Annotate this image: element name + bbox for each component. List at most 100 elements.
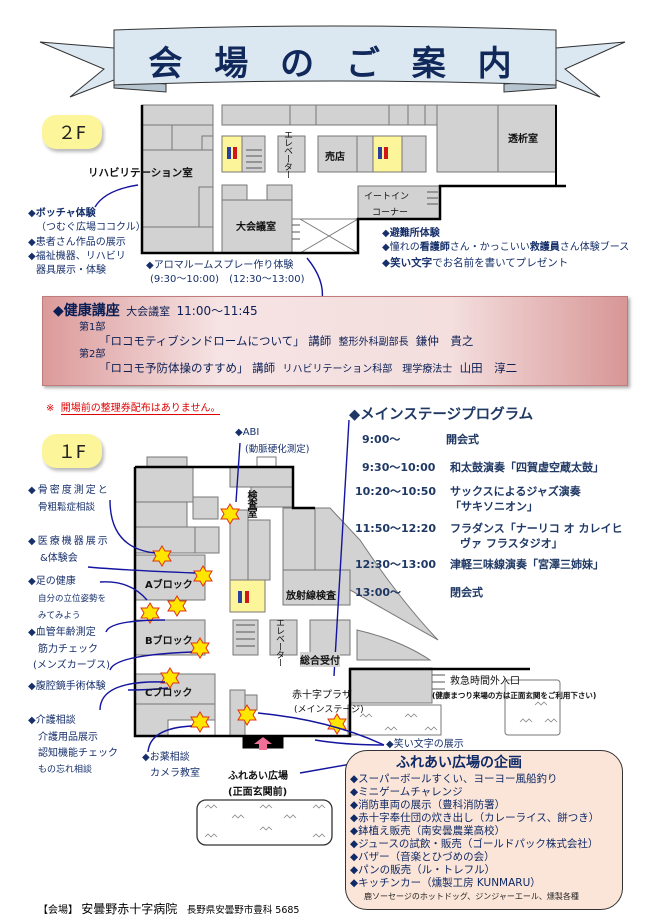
lecture-header: ◆健康講座 大会議室 11:00～11:45 xyxy=(53,303,258,319)
emergency-note: (健康まつり来場の方は正面玄関をご利用下さい) xyxy=(432,691,597,700)
fureai-plaza-sub: (正面玄関前) xyxy=(228,787,288,798)
note-medicine: ◆お薬相談 xyxy=(142,752,190,763)
fureai-plaza-label: ふれあい広場 xyxy=(228,771,288,782)
stage-event: 開会式 xyxy=(446,433,479,446)
stage-time: 11:50～12:20 xyxy=(355,522,437,535)
note-foot: ◆足の健康 xyxy=(28,576,76,587)
note-abi-2: (動脈硬化測定) xyxy=(245,444,310,455)
note-welfare: ◆福祉機器、リハビリ xyxy=(28,251,126,262)
note-laugh-display: ◆笑い文字の展示 xyxy=(386,739,464,750)
star-icon xyxy=(193,565,213,587)
fureai-plan-item: ◆赤十字奉仕団の炊き出し（カレーライス、餅つき） xyxy=(350,812,600,824)
fureai-plan-item: ◆バザー（音楽とひづめの会） xyxy=(350,851,495,863)
note-care-2: 介護用品展示 xyxy=(38,732,98,743)
note-aroma-times: (9:30～10:00) (12:30～13:00) xyxy=(150,274,305,285)
lawn-marks xyxy=(204,701,558,838)
room-plaza: 赤十字プラザ xyxy=(292,690,352,701)
lecture-part1: 「ロコモティブシンドロームについて」 講師 整形外科副部長 鎌仲 貴之 xyxy=(99,334,474,348)
emergency-entrance: 救急時間外入口 xyxy=(450,676,520,687)
stage-time: 9:00～ xyxy=(362,433,401,446)
room-radiology: 放射線検査 xyxy=(286,591,336,602)
fureai-plan-box: ふれあい広場の企画 ◆スーパーボールすくい、ヨーヨー風船釣り ◆ミニゲームチャレ… xyxy=(345,750,623,910)
star-icon xyxy=(220,503,240,525)
note-patient-works: ◆患者さん作品の展示 xyxy=(28,237,126,248)
lecture-part2-label: 第2部 xyxy=(79,349,106,360)
stage-time: 12:30～13:00 xyxy=(355,558,437,571)
note-abi: ◆ABI xyxy=(235,427,260,438)
star-icon xyxy=(152,545,172,567)
fureai-plan-footnote: 鹿ソーセージのホットドッグ、ジンジャーエール、燻製各種 xyxy=(364,892,579,901)
note-care-3: 認知機能チェック xyxy=(38,748,118,759)
room-eatin-corner: コーナー xyxy=(372,208,409,218)
note-camera: カメラ教室 xyxy=(150,768,200,779)
star-icon xyxy=(160,667,180,689)
lecture-part1-label: 第1部 xyxy=(79,322,106,333)
floor2-badge: ２F xyxy=(42,115,102,149)
note-foot-2: 自分の立位姿勢を xyxy=(38,594,107,604)
floor2-plan xyxy=(140,104,566,255)
note-bone: ◆骨密度測定と xyxy=(28,485,110,496)
fureai-plan-item: ◆キッチンカー（燻製工房 KUNMARU） xyxy=(350,877,541,889)
note-boccia: ◆ボッチャ体験 xyxy=(28,208,96,219)
note-booth: ◆憧れの看護師さん・かっこいい救護員さん体験ブース xyxy=(382,242,630,253)
note-care-4: もの忘れ相談 xyxy=(38,765,93,775)
stage-event: サックスによるジャズ演奏 xyxy=(450,485,581,498)
stage-time: 10:20～10:50 xyxy=(355,485,437,498)
stage-time: 13:00～ xyxy=(355,586,402,599)
room-eatin: イートイン xyxy=(364,192,410,202)
fureai-plaza-area xyxy=(196,799,333,846)
room-elevator-2f: エレベーター xyxy=(282,130,292,178)
stage-event: 閉会式 xyxy=(450,586,483,599)
room-elevator-1f: エレベーター xyxy=(274,618,284,666)
note-laparoscopy: ◆腹腔鏡手術体験 xyxy=(28,681,106,692)
stage-time: 9:30～10:00 xyxy=(362,461,436,474)
stage-event: フラダンス「ナーリコ オ カレイヒ xyxy=(450,522,623,535)
stage-title: ◆メインステージプログラム xyxy=(349,407,534,423)
note-bone-2: 骨粗鬆症相談 xyxy=(38,502,96,513)
stage-event: 和太鼓演奏「四賀虚空蔵太鼓」 xyxy=(450,461,604,474)
fureai-plan-item: ◆スーパーボールすくい、ヨーヨー風船釣り xyxy=(350,773,558,785)
event-star-icons xyxy=(140,503,347,735)
room-dialysis: 透析室 xyxy=(508,134,538,145)
fureai-plan-item: ◆ミニゲームチャレンジ xyxy=(350,786,463,798)
note-vessel-2: 筋力チェック xyxy=(38,644,98,655)
note-shelter: ◆避難所体験 xyxy=(382,228,440,239)
star-icon xyxy=(237,704,257,726)
room-reception: 総合受付 xyxy=(300,652,340,667)
room-block-a: Aブロック xyxy=(145,580,193,591)
note-care: ◆介護相談 xyxy=(28,715,76,726)
star-icon xyxy=(140,602,160,624)
fureai-plan-item: ◆鉢植え販売（南安曇農業高校） xyxy=(350,825,506,837)
note-laugh-letters: ◆笑い文字でお名前を書いてプレゼント xyxy=(382,257,569,269)
room-rehab: リハビリテーション室 xyxy=(88,167,193,179)
note-vessel: ◆血管年齢測定 xyxy=(28,627,96,638)
room-main-stage: (メインステージ) xyxy=(294,705,364,715)
stage-event-2: 「サキソニオン」 xyxy=(450,500,538,513)
room-shop: 売店 xyxy=(325,152,345,163)
room-lab: 検査室 xyxy=(245,490,256,517)
fureai-plan-item: ◆パンの販売（ル・トレフル） xyxy=(350,864,496,876)
footer-venue: 【会場】 安曇野赤十字病院 長野県安曇野市豊科 5685 xyxy=(38,902,300,916)
floor1-badge: １F xyxy=(42,434,102,468)
note-aroma: ◆アロマルームスプレー作り体験 xyxy=(146,260,294,271)
lecture-part2: 「ロコモ予防体操のすすめ」 講師 リハビリテーション科部 理学療法士 山田 淳二 xyxy=(99,361,518,375)
room-block-c: Cブロック xyxy=(145,688,193,699)
star-icon xyxy=(327,713,347,735)
page-title: 会 場 の ご 案 内 xyxy=(148,43,522,84)
fureai-plan-title: ふれあい広場の企画 xyxy=(396,755,522,771)
note-welfare-2: 器具展示・体験 xyxy=(36,265,106,276)
note-device-2: &体験会 xyxy=(40,553,78,564)
fureai-plan-item: ◆消防車両の展示（豊科消防署） xyxy=(350,799,506,811)
note-boccia-place: （つむぐ広場ココクル） xyxy=(36,222,146,233)
room-hall: 大会議室 xyxy=(236,222,276,233)
notice: ※ 開場前の整理券配布はありません。 xyxy=(46,403,221,415)
note-vessel-3: (メンズカーブス) xyxy=(33,660,111,671)
room-block-b: Bブロック xyxy=(145,636,193,647)
star-icon xyxy=(190,711,210,733)
star-icon xyxy=(190,637,210,659)
title-ribbon xyxy=(39,25,626,98)
fureai-plan-item: ◆ジュースの試飲・販売（ゴールドパック株式会社） xyxy=(350,838,599,850)
stage-event-2: ヴァ フラスタジオ」 xyxy=(460,537,563,550)
